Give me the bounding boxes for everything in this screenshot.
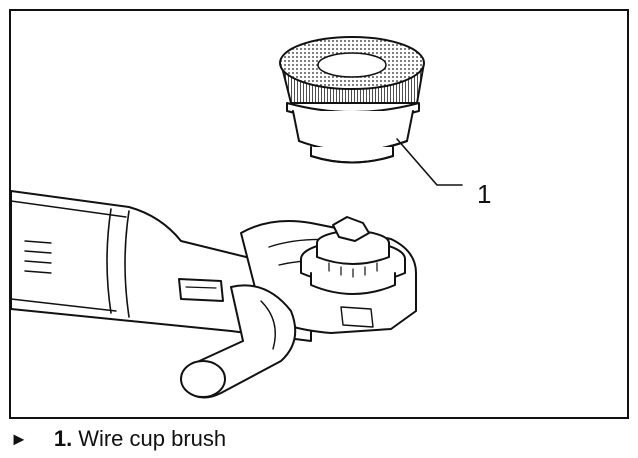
right-triangle-arrow-icon: ► [10, 428, 28, 449]
wire-cup-brush [279, 36, 425, 164]
legend-label: Wire cup brush [78, 426, 227, 451]
illustration [11, 36, 463, 399]
angle-grinder [11, 190, 417, 399]
figure-frame: 1 [9, 9, 629, 419]
legend-number: 1. [53, 426, 73, 451]
callout-leader-line [396, 138, 463, 186]
legend: ► 1. Wire cup brush [10, 424, 226, 454]
callout-number: 1 [477, 179, 492, 209]
